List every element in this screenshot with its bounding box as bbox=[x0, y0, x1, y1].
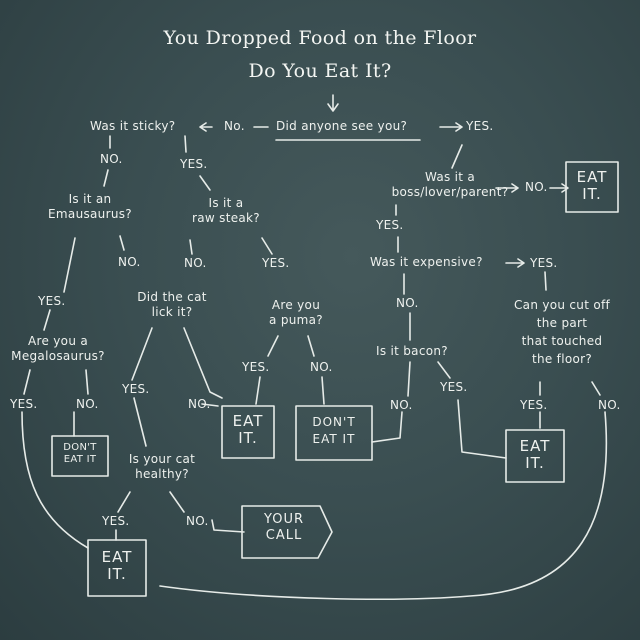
question-cat-lick: Did the cat lick it? bbox=[137, 290, 207, 319]
title-line-2: Do You Eat It? bbox=[248, 60, 392, 82]
answer-yes-megalosaurus: YES. bbox=[10, 397, 38, 411]
title-line-1: You Dropped Food on the Floor bbox=[163, 27, 477, 49]
answer-no-sticky: No. bbox=[224, 119, 245, 133]
question-puma: Are you a puma? bbox=[269, 298, 323, 327]
answer-no-steak: NO. bbox=[184, 256, 207, 270]
answer-no-cat-healthy: NO. bbox=[186, 514, 209, 528]
end-eat-it-final: EAT IT. bbox=[101, 548, 133, 584]
answer-no-bacon: NO. bbox=[390, 398, 413, 412]
answer-yes-cat-lick: YES. bbox=[122, 382, 150, 396]
answer-yes-expensive: YES. bbox=[530, 256, 558, 270]
question-bacon: Is it bacon? bbox=[376, 344, 448, 358]
question-cat-healthy: Is your cat healthy? bbox=[128, 452, 196, 481]
question-sticky: Was it sticky? bbox=[90, 119, 176, 133]
answer-yes-boss: YES. bbox=[376, 218, 404, 232]
question-seen: Did anyone see you? bbox=[276, 119, 408, 133]
answer-yes-steak: YES. bbox=[262, 256, 290, 270]
question-boss: Was it a boss/lover/parent? bbox=[391, 170, 509, 199]
end-dont-eat-it-puma: DON'T EAT IT bbox=[312, 415, 356, 446]
end-eat-it-puma: EAT IT. bbox=[232, 412, 264, 448]
answer-yes-seen: YES. bbox=[466, 119, 494, 133]
end-your-call: YOUR CALL bbox=[263, 512, 305, 544]
question-expensive: Was it expensive? bbox=[370, 255, 483, 269]
answer-no-cat-lick: NO. bbox=[188, 397, 211, 411]
answer-no-puma: NO. bbox=[310, 360, 333, 374]
answer-no-expensive: NO. bbox=[396, 296, 419, 310]
answer-yes-bacon: YES. bbox=[440, 380, 468, 394]
answer-yes-cut-off: YES. bbox=[520, 398, 548, 412]
answer-no-sticky-branch: NO. bbox=[100, 152, 123, 166]
end-eat-it-cut-off: EAT IT. bbox=[519, 437, 551, 473]
end-eat-it-boss: EAT IT. bbox=[576, 168, 608, 204]
question-emausaurus: Is it an Emausaurus? bbox=[48, 192, 132, 221]
question-raw-steak: Is it a raw steak? bbox=[192, 196, 260, 225]
question-megalosaurus: Are you a Megalosaurus? bbox=[11, 334, 105, 363]
answer-yes-emausaurus: YES. bbox=[38, 294, 66, 308]
answer-yes-sticky: YES. bbox=[180, 157, 208, 171]
answer-no-megalosaurus: NO. bbox=[76, 397, 99, 411]
end-dont-eat-it-megalosaurus: DON'T EAT IT bbox=[63, 442, 97, 465]
answer-no-emausaurus: NO. bbox=[118, 255, 141, 269]
answer-yes-cat-healthy: YES. bbox=[102, 514, 130, 528]
answer-yes-puma: YES. bbox=[242, 360, 270, 374]
answer-no-boss: NO. bbox=[525, 180, 548, 194]
answer-no-cut-off: NO. bbox=[598, 398, 621, 412]
question-cut-off: Can you cut off the part that touched th… bbox=[513, 298, 611, 366]
